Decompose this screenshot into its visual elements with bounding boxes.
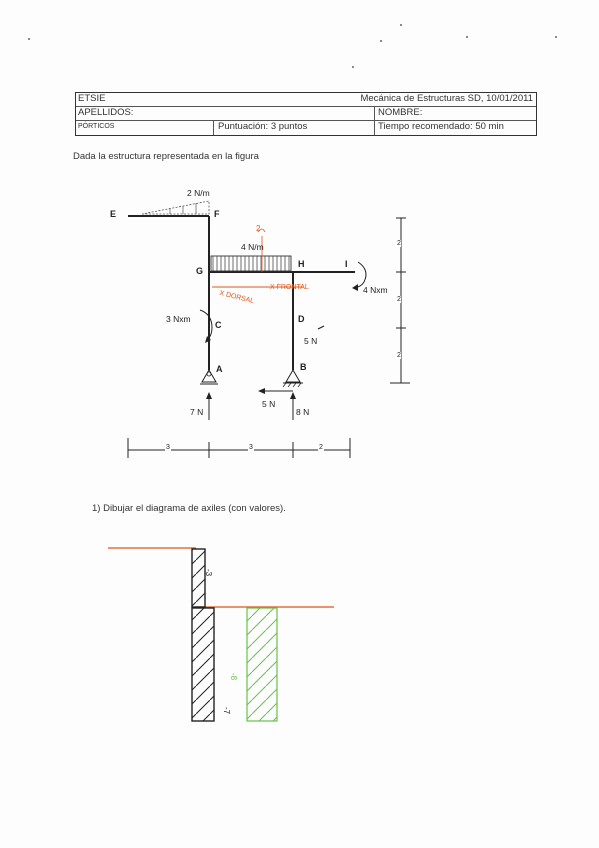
uniform-load — [210, 255, 292, 272]
reaction-b-h-value: 5 N — [262, 399, 276, 409]
scan-speck — [28, 38, 30, 40]
diagram-value-left-top: -3 — [204, 568, 214, 577]
dim-v-3: 2 — [397, 352, 401, 359]
axial-diagram-lower-left — [191, 607, 215, 722]
diagram-value-right: -8 — [229, 672, 239, 681]
name-label: NOMBRE: — [378, 107, 423, 118]
dim-v-2: 2 — [397, 296, 401, 303]
surname-label: APELLIDOS: — [78, 107, 134, 118]
force-d-arrow — [317, 325, 325, 330]
support-b — [285, 369, 301, 383]
axial-diagram-upper-left — [191, 548, 206, 608]
school-label: ETSIE — [78, 93, 106, 104]
reaction-b-v-value: 8 N — [296, 407, 310, 417]
triangular-load — [141, 200, 210, 215]
score-label: Puntuación: 3 puntos — [218, 121, 308, 132]
dim-h-2: 3 — [248, 444, 254, 451]
dim-h-1: 3 — [165, 444, 171, 451]
question-1: 1) Dibujar el diagrama de axiles (con va… — [92, 503, 286, 514]
uniform-load-value: 4 N/m — [241, 242, 264, 252]
scan-speck — [400, 24, 402, 26]
exam-header-table: ETSIE Mecánica de Estructuras SD, 10/01/… — [75, 92, 537, 136]
scan-speck — [555, 36, 557, 38]
scan-speck — [466, 36, 468, 38]
problem-statement: Dada la estructura representada en la fi… — [73, 151, 259, 162]
moment-c-arrow — [199, 309, 213, 343]
node-c-label: C — [215, 320, 222, 330]
scan-speck — [352, 66, 354, 68]
time-label: Tiempo recomendado: 50 min — [378, 121, 504, 132]
support-a — [201, 369, 217, 383]
node-e-label: E — [110, 209, 117, 219]
course-label: Mecánica de Estructuras SD, 10/01/2011 — [360, 93, 533, 104]
force-d-value: 5 N — [304, 336, 318, 346]
topic-label: PÓRTICOS — [78, 123, 115, 130]
node-g-label: G — [196, 266, 204, 276]
reaction-a-value: 7 N — [190, 407, 204, 417]
node-a-label: A — [216, 364, 223, 374]
node-h-label: H — [298, 259, 305, 269]
node-f-label: F — [214, 209, 220, 219]
scan-speck — [380, 40, 382, 42]
moment-c-value: 3 Nxm — [166, 314, 191, 324]
dim-h-3: 2 — [318, 444, 324, 451]
node-b-label: B — [300, 362, 307, 372]
annotation-x-frontal: X FRONTAL — [270, 284, 309, 291]
annotation-mark-top: 2 — [256, 224, 261, 233]
dim-v-1: 2 — [397, 240, 401, 247]
node-i-label: I — [345, 259, 348, 269]
node-d-label: D — [298, 314, 305, 324]
diagram-value-left-bottom: -7 — [222, 706, 232, 715]
axial-diagram-right — [246, 607, 278, 722]
triangular-load-value: 2 N/m — [187, 188, 210, 198]
moment-i-value: 4 Nxm — [363, 285, 388, 295]
